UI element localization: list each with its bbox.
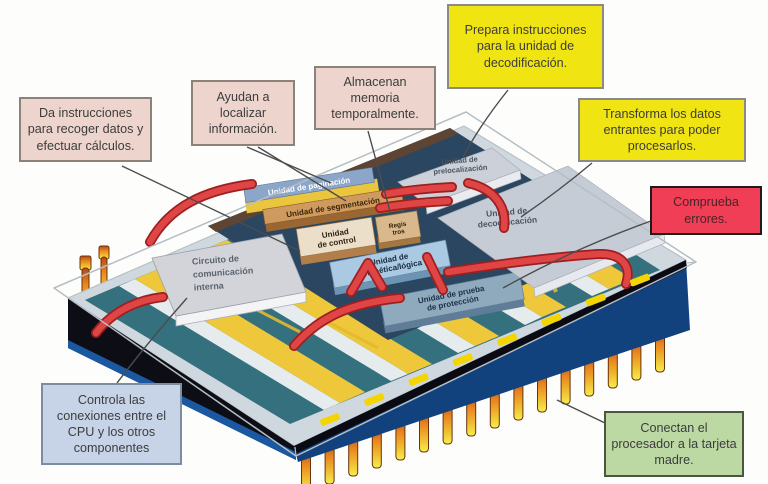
callout-connections-text: Controla las conexiones entre el CPU y l…	[56, 392, 167, 456]
line-pins	[556, 399, 606, 424]
gold-dashes	[319, 273, 651, 426]
line-errors	[502, 220, 652, 289]
callout-instructions-text: Da instrucciones para recoger datos y ef…	[27, 106, 144, 153]
prelocalizacion-label: Unidad de	[441, 154, 478, 166]
protection-test-bar: Unidad de prueba de protección	[379, 271, 525, 334]
circuito-label: Circuito de	[192, 253, 240, 266]
callout-pins-text: Conectan el procesador a la tarjeta madr…	[611, 420, 737, 468]
internal-comm-slab: Circuito de comunicación interna	[151, 233, 307, 327]
callout-memory: Almacenan memoria temporalmente.	[314, 66, 436, 130]
line-localize-a	[246, 146, 332, 184]
callout-prepare: Prepara instrucciones para la unidad de …	[447, 4, 604, 89]
line-instructions	[121, 165, 301, 252]
registers-box: Regis tros	[374, 210, 422, 250]
callout-connections: Controla las conexiones entre el CPU y l…	[41, 383, 182, 465]
svg-text:tros: tros	[392, 228, 406, 237]
line-prepare	[462, 89, 509, 158]
control-unit-box: Unidad de control	[295, 216, 377, 265]
callout-lines	[116, 89, 652, 424]
line-localize-b	[257, 146, 347, 202]
callout-prepare-text: Prepara instrucciones para la unidad de …	[464, 23, 587, 70]
line-memory	[367, 130, 392, 216]
svg-text:comunicación: comunicación	[193, 265, 254, 279]
callout-pins: Conectan el procesador a la tarjeta madr…	[604, 411, 744, 477]
callout-instructions: Da instrucciones para recoger datos y ef…	[19, 97, 152, 162]
registros-label: Regis	[388, 221, 407, 231]
callout-transform: Transforma los datos entrantes para pode…	[578, 98, 746, 162]
line-transform	[520, 162, 593, 218]
red-wires	[91, 178, 633, 351]
line-connections	[116, 297, 188, 384]
callout-memory-text: Almacenan memoria temporalmente.	[331, 74, 419, 122]
callout-localize-text: Ayudan a localizar información.	[208, 89, 278, 137]
callout-errors: Comprueba errores.	[650, 186, 762, 235]
control-label: Unidad	[321, 227, 349, 240]
glass-cover-outline	[53, 111, 697, 457]
svg-text:interna: interna	[193, 280, 225, 292]
callout-localize: Ayudan a localizar información.	[191, 80, 295, 146]
callout-errors-text: Comprueba errores.	[673, 195, 739, 226]
callout-transform-text: Transforma los datos entrantes para pode…	[603, 106, 721, 154]
